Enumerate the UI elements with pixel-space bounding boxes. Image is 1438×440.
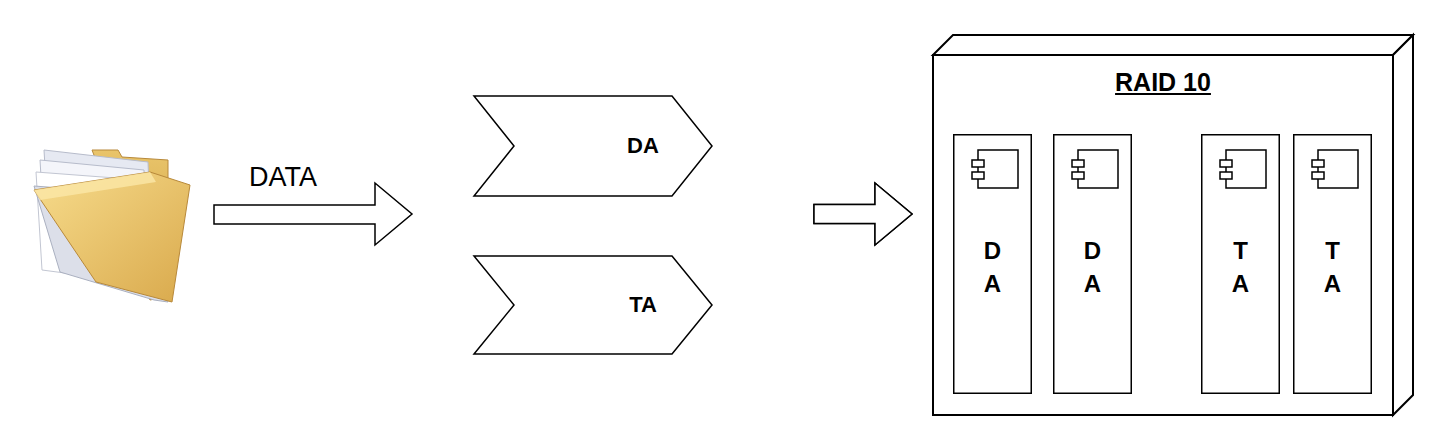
chevron-step: TA xyxy=(473,255,813,355)
component-icon xyxy=(972,150,1018,188)
disk-component: DA xyxy=(1053,134,1132,394)
disk-component: TA xyxy=(1293,134,1372,394)
disk-label: TA xyxy=(1229,234,1253,300)
enclosure-title: RAID 10 xyxy=(933,67,1393,97)
step-label: TA xyxy=(473,291,813,319)
step-label: DA xyxy=(473,132,813,160)
component-icon xyxy=(1312,150,1358,188)
disk-component: TA xyxy=(1201,134,1280,394)
disk-label: DA xyxy=(1081,234,1105,300)
chevron-step: DA xyxy=(473,95,813,197)
disk-label: TA xyxy=(1321,234,1345,300)
disk-component: DA xyxy=(953,134,1032,394)
raid-enclosure: RAID 10 DA DA TA TA xyxy=(933,55,1393,415)
disk-label: DA xyxy=(981,234,1005,300)
component-icon xyxy=(1072,150,1118,188)
block-arrow xyxy=(814,183,912,245)
block-arrow xyxy=(814,183,912,245)
component-icon xyxy=(1220,150,1266,188)
